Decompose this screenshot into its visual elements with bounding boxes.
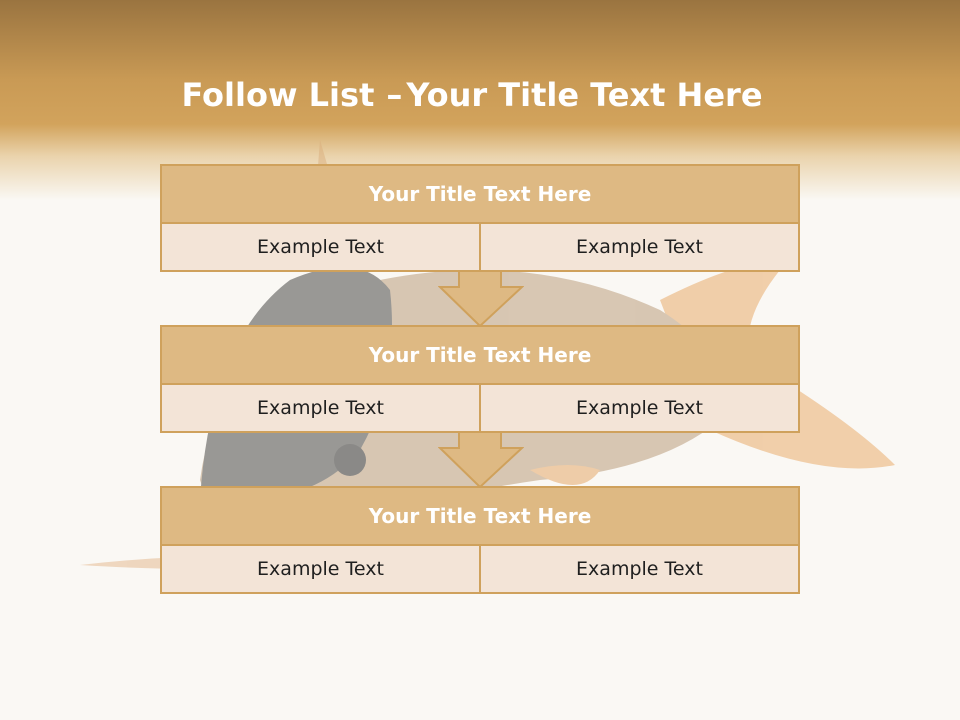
page-title-separator: – — [386, 76, 403, 115]
block-cell-right: Example Text — [479, 224, 798, 270]
block-row: Example Text Example Text — [162, 546, 798, 592]
block-title: Your Title Text Here — [162, 327, 798, 385]
down-arrow-icon — [438, 431, 524, 489]
block-cell-left: Example Text — [162, 224, 479, 270]
page-title-bold: Follow List — [181, 76, 375, 115]
page-title-rest: Your Title Text Here — [406, 76, 763, 115]
list-block-2: Your Title Text Here Example Text Exampl… — [160, 325, 800, 433]
list-block-3: Your Title Text Here Example Text Exampl… — [160, 486, 800, 594]
block-row: Example Text Example Text — [162, 224, 798, 270]
page-title: Follow List–Your Title Text Here — [0, 76, 944, 114]
block-row: Example Text Example Text — [162, 385, 798, 431]
block-cell-left: Example Text — [162, 546, 479, 592]
block-title: Your Title Text Here — [162, 166, 798, 224]
block-title: Your Title Text Here — [162, 488, 798, 546]
block-cell-left: Example Text — [162, 385, 479, 431]
down-arrow-icon — [438, 270, 524, 328]
block-cell-right: Example Text — [479, 546, 798, 592]
list-block-1: Your Title Text Here Example Text Exampl… — [160, 164, 800, 272]
block-cell-right: Example Text — [479, 385, 798, 431]
